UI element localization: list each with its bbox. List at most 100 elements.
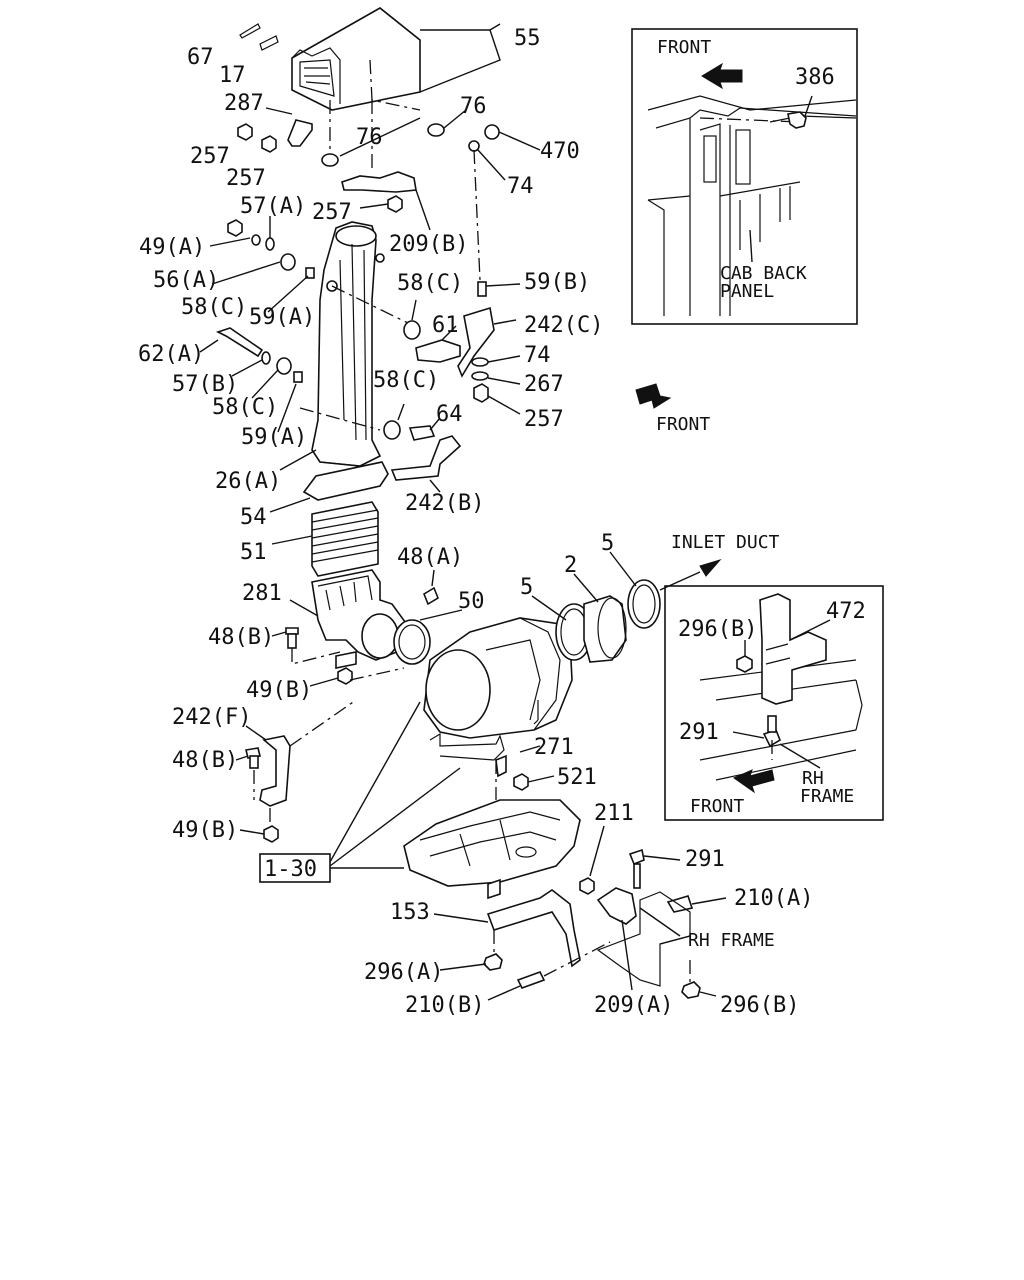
grommet-58cb-icon bbox=[403, 320, 421, 340]
label-55: 55 bbox=[514, 26, 541, 51]
duct-2-icon bbox=[583, 595, 627, 663]
label-64: 64 bbox=[436, 402, 463, 427]
nut-49a-icon bbox=[227, 219, 243, 237]
nut-211-icon bbox=[579, 877, 595, 895]
washer-57a-icon bbox=[265, 237, 275, 251]
bolt-64-icon bbox=[408, 425, 436, 441]
grommet-58cc-icon bbox=[276, 357, 292, 375]
label-51: 51 bbox=[240, 540, 267, 565]
nut-296a-icon bbox=[483, 953, 503, 971]
label-67: 67 bbox=[187, 45, 214, 70]
grommet-76b-icon bbox=[427, 123, 445, 137]
label-56a: 56(A) bbox=[153, 268, 219, 293]
clamp-209b-icon bbox=[341, 171, 417, 193]
front-arrow-icon-2 bbox=[732, 769, 775, 794]
front-main-label: FRONT bbox=[656, 414, 710, 435]
label-209b: 209(B) bbox=[389, 232, 468, 257]
label-211: 211 bbox=[594, 801, 634, 826]
inset-right-frame-line2: FRAME bbox=[800, 786, 854, 807]
bolt-210a-icon bbox=[666, 895, 694, 913]
label-257b: 257 bbox=[226, 166, 266, 191]
label-296a: 296(A) bbox=[364, 960, 443, 985]
label-49ba: 49(B) bbox=[246, 678, 312, 703]
inset-top-panel-line2: PANEL bbox=[720, 281, 774, 302]
label-209a: 209(A) bbox=[594, 993, 673, 1018]
label-210b: 210(B) bbox=[405, 993, 484, 1018]
clamp-50-icon bbox=[393, 619, 431, 665]
bolt-62a-icon bbox=[215, 327, 264, 358]
label-5b: 5 bbox=[601, 531, 614, 556]
ref-box bbox=[259, 853, 331, 883]
decal-67-icon bbox=[239, 23, 261, 39]
label-59aa: 59(A) bbox=[249, 305, 315, 330]
label-48bb: 48(B) bbox=[172, 748, 238, 773]
nut-49ba-icon bbox=[337, 667, 353, 685]
label-242c: 242(C) bbox=[524, 313, 603, 338]
inlet-arrow-icon bbox=[699, 559, 722, 577]
label-26a: 26(A) bbox=[215, 469, 281, 494]
label-2: 2 bbox=[564, 553, 577, 578]
decal-17-icon bbox=[259, 35, 279, 51]
washer-74a-icon bbox=[468, 140, 480, 152]
label-74b: 74 bbox=[524, 343, 551, 368]
inlet-duct-label: INLET DUCT bbox=[671, 532, 780, 553]
label-17: 17 bbox=[219, 63, 246, 88]
bracket-242b-icon bbox=[390, 435, 462, 481]
front-arrow-main-icon bbox=[635, 383, 672, 409]
inset-rh-frame bbox=[664, 585, 884, 821]
label-291b: 291 bbox=[685, 847, 725, 872]
inset-right-472-label: 472 bbox=[826, 599, 866, 624]
bolt-48a-icon bbox=[423, 586, 439, 606]
bracket-242c-icon bbox=[457, 306, 495, 378]
washer-57b-icon bbox=[261, 351, 271, 365]
intake-hood bbox=[239, 7, 421, 150]
bracket-472-icon bbox=[759, 593, 827, 705]
label-74a: 74 bbox=[507, 174, 534, 199]
label-57b: 57(B) bbox=[172, 372, 238, 397]
label-54: 54 bbox=[240, 505, 267, 530]
label-470: 470 bbox=[540, 139, 580, 164]
label-296bb: 296(B) bbox=[720, 993, 799, 1018]
nut-257d-icon bbox=[473, 383, 489, 403]
label-271: 271 bbox=[534, 735, 574, 760]
label-281: 281 bbox=[242, 581, 282, 606]
label-210a: 210(A) bbox=[734, 886, 813, 911]
bracket-242f-icon bbox=[259, 735, 291, 807]
label-76b: 76 bbox=[356, 125, 383, 150]
knob-470-icon bbox=[484, 124, 500, 140]
clamp-54-icon bbox=[302, 461, 389, 501]
inset-right-296b-label: 296(B) bbox=[678, 617, 757, 642]
inset-frame-2 bbox=[664, 585, 884, 821]
inset-right-frame-line1: RH bbox=[802, 768, 824, 789]
ref-box-label: 1-30 bbox=[264, 857, 317, 882]
part-labels: 67 17 55 287 76 76 257 257 470 74 257 57… bbox=[138, 26, 866, 1018]
snorkel-tube bbox=[311, 221, 385, 467]
nut-257a-icon bbox=[237, 123, 253, 141]
bracket-287-icon bbox=[287, 119, 313, 147]
bolt-210b-icon bbox=[516, 971, 546, 989]
tray-153 bbox=[403, 799, 581, 968]
front-arrow-icon bbox=[701, 62, 743, 90]
label-59b: 59(B) bbox=[524, 270, 590, 295]
nut-521-icon bbox=[513, 773, 529, 791]
air-cleaner-body bbox=[423, 617, 573, 761]
nut-296b-icon bbox=[736, 655, 753, 673]
spacer-59aa-icon bbox=[305, 267, 315, 279]
label-58ca: 58(C) bbox=[397, 271, 463, 296]
inset-right-291-label: 291 bbox=[679, 720, 719, 745]
label-267: 267 bbox=[524, 372, 564, 397]
label-61: 61 bbox=[432, 313, 459, 338]
inset-frame bbox=[631, 28, 858, 325]
nut-296bb-icon bbox=[681, 981, 701, 999]
washer-56a-icon bbox=[251, 234, 261, 246]
label-521: 521 bbox=[557, 765, 597, 790]
grommet-58ca-icon bbox=[280, 253, 296, 271]
bolt-291b-icon bbox=[628, 848, 645, 866]
inset-cab-back-panel bbox=[631, 28, 858, 325]
nut-49bb-icon bbox=[263, 825, 279, 843]
label-58cd: 58(C) bbox=[212, 395, 278, 420]
label-50: 50 bbox=[458, 589, 485, 614]
inset-top-panel-line1: CAB BACK bbox=[720, 263, 807, 284]
clip-386-icon bbox=[787, 111, 807, 129]
